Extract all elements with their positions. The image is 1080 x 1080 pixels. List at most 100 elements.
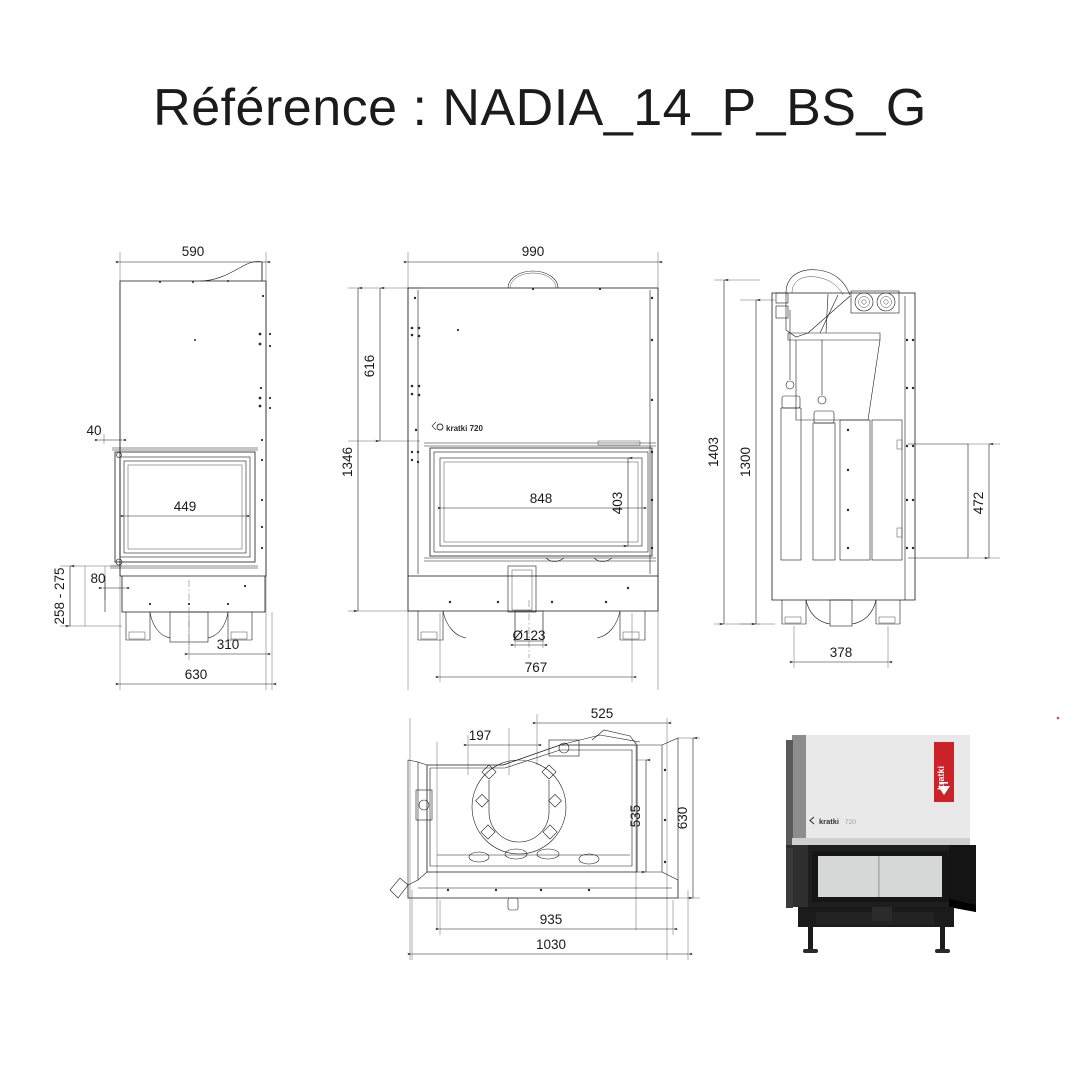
photo-leg-right — [940, 927, 945, 951]
dim-label-1300: 1300 — [738, 447, 753, 477]
view-front: 990 616 1346 — [340, 244, 663, 690]
plan-front-frame — [407, 880, 679, 899]
front-top-arc — [507, 270, 559, 289]
dim-label-525: 525 — [591, 706, 614, 721]
plan-left-panel-2 — [407, 759, 419, 886]
photo-chevron-icon — [809, 816, 815, 825]
left-glass-inner — [127, 464, 243, 550]
right-foot-curve-r — [851, 599, 877, 625]
dim-label-378: 378 — [830, 645, 853, 660]
photo-upper-left-edge — [792, 735, 806, 843]
dim-label-1030: 1030 — [536, 937, 566, 952]
right-foot-curve-l — [805, 599, 831, 625]
plan-port-4 — [578, 853, 600, 865]
front-top-arc-inner — [509, 272, 557, 289]
plan-latch-box-top — [548, 739, 580, 757]
front-glass-outer — [439, 457, 643, 547]
photo-side-glass-panel — [949, 845, 976, 912]
photo-glass — [818, 856, 942, 897]
front-glass-inner — [443, 461, 639, 543]
photo-upper-shadow — [792, 838, 970, 845]
right-pulley-2-inner — [880, 296, 892, 308]
right-flue-duct — [785, 269, 851, 296]
right-pulley-1-inner — [858, 296, 870, 308]
plan-front-tab — [507, 897, 519, 911]
front-foot-curve-r — [596, 610, 621, 639]
left-leg-pad-r — [230, 631, 248, 640]
plan-latch-knob-left — [418, 799, 430, 811]
plan-port-3 — [536, 848, 560, 860]
plan-left-panel — [417, 761, 428, 881]
dim-label-590: 590 — [182, 244, 205, 259]
right-pulley-2 — [876, 292, 896, 312]
photo-base-duct — [872, 907, 892, 921]
right-diag-3 — [825, 293, 829, 334]
plan-flue-collar — [471, 759, 567, 855]
left-top-curve — [199, 261, 263, 282]
front-leg-pad-l — [420, 631, 438, 640]
right-pulley-2-hub — [883, 299, 889, 305]
front-base-outline — [407, 576, 659, 612]
left-hinge-circle-top — [116, 452, 122, 458]
plan-outer-body — [426, 744, 638, 873]
dim-label-990: 990 — [522, 244, 545, 259]
front-door-frame2 — [433, 451, 649, 553]
dim-label-848: 848 — [530, 491, 553, 506]
plan-corner-nose — [559, 734, 641, 746]
right-panel — [839, 419, 871, 561]
right-foot-l — [781, 600, 807, 625]
front-brand-logo: kratki 720 — [431, 421, 483, 433]
right-leg-pad-l — [784, 616, 802, 624]
photo-brand-mark: kratki 720 — [809, 816, 856, 826]
front-air-box — [507, 565, 537, 613]
right-cw-cap-1 — [781, 395, 801, 409]
front-door-frame — [429, 447, 653, 557]
right-flue-duct-inner — [791, 276, 844, 296]
right-cable-hook-1 — [785, 380, 795, 390]
plan-outer-body-inner — [429, 749, 633, 867]
front-foot-curve-l — [442, 610, 467, 639]
right-pulley-1 — [854, 292, 874, 312]
photo-badge-text: kratki — [936, 766, 946, 790]
plan-flue-bolts — [475, 764, 562, 840]
dim-label-472: 472 — [971, 492, 986, 515]
left-door-frame — [114, 451, 256, 563]
right-diag-2 — [819, 294, 839, 334]
right-foot-r — [875, 600, 901, 625]
front-foot-l — [417, 611, 444, 641]
right-leg-pad-r — [878, 616, 896, 624]
photo-foot-left — [803, 949, 818, 953]
photo-upper-left-rail — [786, 740, 793, 850]
right-clip-2 — [896, 527, 903, 538]
photo-glass-seam — [878, 856, 880, 897]
front-foot-r — [619, 611, 646, 641]
left-foot-curve-l — [149, 611, 171, 639]
plan-port-1 — [468, 851, 490, 863]
photo-brand-text: kratki — [819, 817, 839, 826]
right-panel-2 — [871, 419, 903, 561]
front-door-handle-strip — [597, 440, 641, 446]
dim-label-403: 403 — [610, 492, 625, 515]
plan-port-2 — [504, 848, 528, 860]
view-right-side: 1403 1300 — [706, 269, 1000, 668]
dim-label-449: 449 — [174, 499, 197, 514]
dim-label-1403: 1403 — [706, 437, 721, 467]
photo-hearth-lip — [949, 899, 976, 912]
front-leg-pad-r — [622, 631, 640, 640]
dim-label-616: 616 — [362, 355, 377, 378]
right-fasteners — [846, 338, 915, 550]
right-bracket-2 — [775, 305, 789, 319]
dim-label-630: 630 — [185, 667, 208, 682]
right-clip-1 — [896, 439, 903, 450]
right-cable-hook-2 — [817, 395, 827, 405]
photo-badge-arrow-icon — [938, 786, 950, 795]
left-foot-r — [227, 612, 253, 641]
right-body-outline — [771, 292, 916, 601]
left-glass-outer — [123, 460, 247, 554]
dim-label-197: 197 — [469, 728, 492, 743]
front-latch-l — [545, 557, 565, 562]
right-pulley-1-hub — [861, 299, 867, 305]
front-brand-text: kratki 720 — [446, 424, 483, 433]
left-rivets — [159, 280, 272, 550]
